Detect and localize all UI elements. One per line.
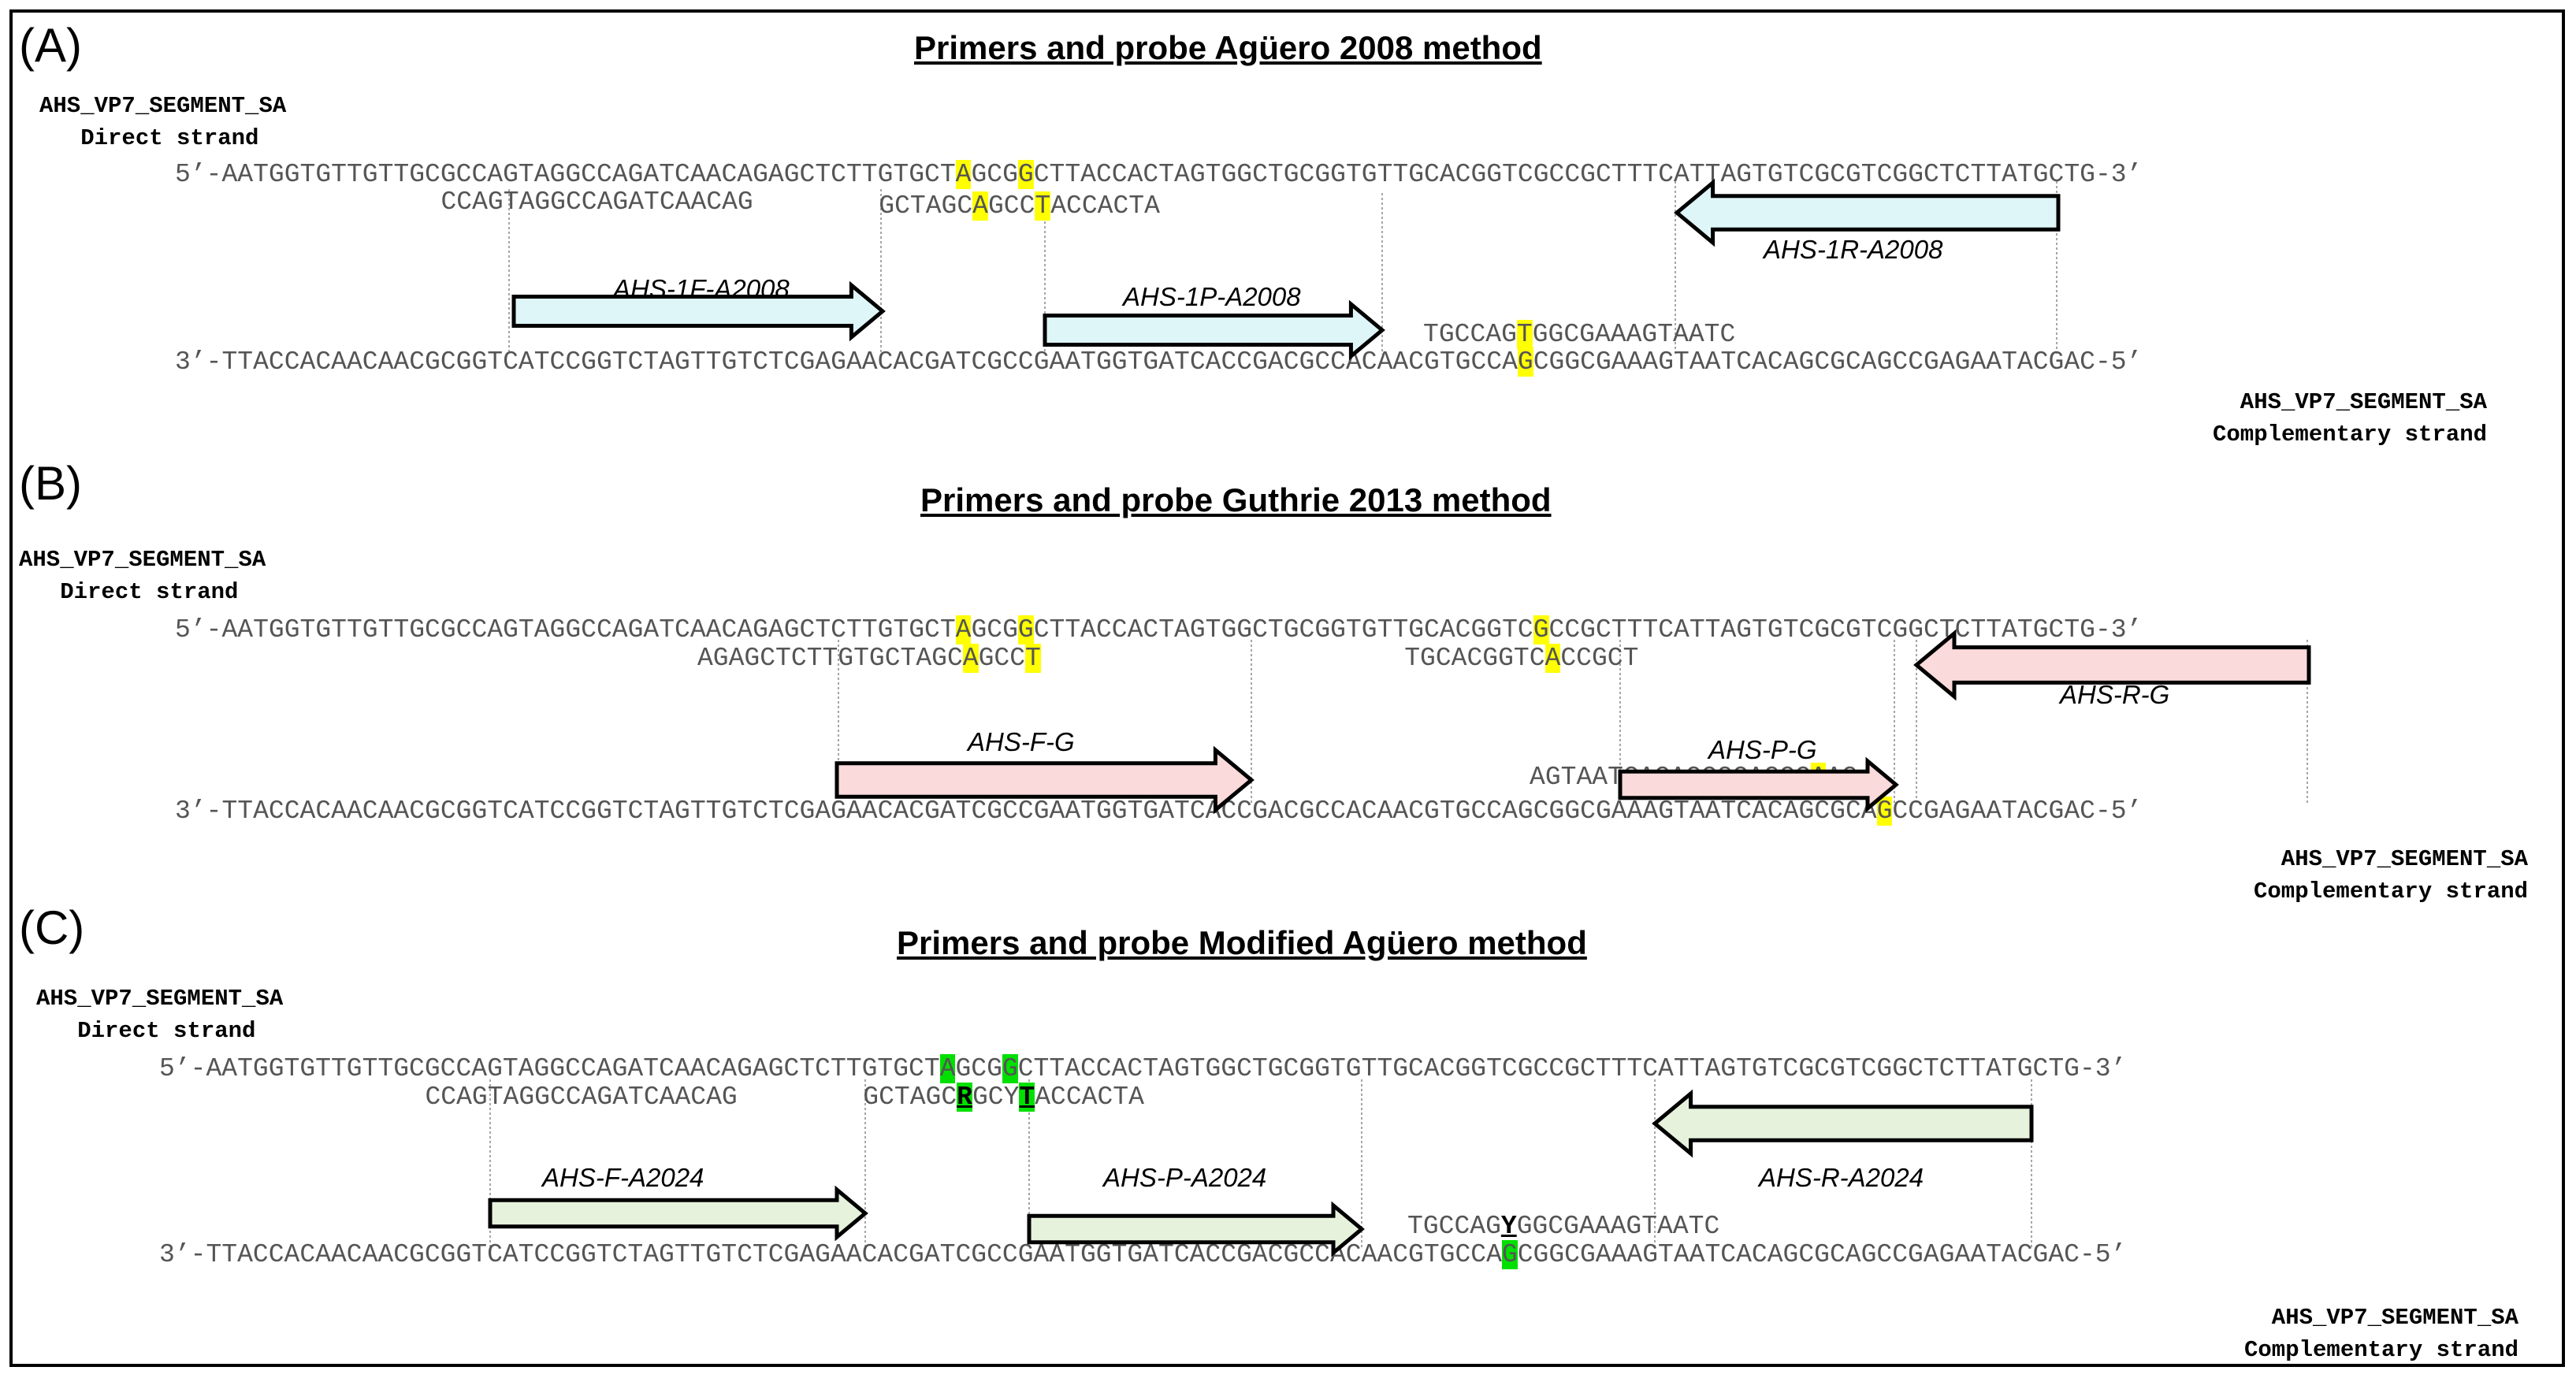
complementary-strand-label-b: AHS_VP7_SEGMENT_SA Complementary strand xyxy=(2254,843,2528,908)
complementary-strand-sequence-a: 3’-TTACCACAACAACGCGGTCATCCGGTCTAGTTGTCTC… xyxy=(175,347,2143,377)
arrow-forward-b-f xyxy=(835,745,1255,815)
figure-frame xyxy=(9,9,2565,1367)
direct-strand-label-b: AHS_VP7_SEGMENT_SA Direct strand xyxy=(19,544,266,608)
panel-label-c: (C) xyxy=(19,901,85,954)
complementary-strand-sequence-c: 3’-TTACCACAACAACGCGGTCATCCGGTCTAGTTGTCTC… xyxy=(159,1240,2127,1269)
arrow-forward-c-f xyxy=(488,1185,868,1242)
oligo-label-b-p: AHS-P-G xyxy=(1708,735,1817,764)
arrow-shape xyxy=(1043,299,1385,361)
arrow-forward-c-p xyxy=(1027,1201,1365,1257)
arrow-reverse-c-r xyxy=(1652,1089,2034,1158)
oligo-label-c-r: AHS-R-A2024 xyxy=(1759,1163,1924,1192)
complementary-strand-name: AHS_VP7_SEGMENT_SA xyxy=(2240,389,2488,415)
panel-title-b: Primers and probe Guthrie 2013 method xyxy=(920,481,1552,518)
complementary-strand-name: AHS_VP7_SEGMENT_SA xyxy=(2271,1305,2519,1331)
oligo-label-a-1p: AHS-1P-A2008 xyxy=(1123,282,1301,311)
oligo-sequence-c-p: GCTAGCRGCYTACCACTA xyxy=(863,1083,1144,1112)
oligo-sequence-b-f: AGAGCTCTTGTGCTAGCAGCCT xyxy=(697,644,1041,673)
oligo-label-c-f: AHS-F-A2024 xyxy=(542,1163,704,1192)
oligo-sequence-a-1r: TGCCAGTGGCGAAAGTAATC xyxy=(1423,320,1736,349)
oligo-sequence-b-p: TGCACGGTCACCGCT xyxy=(1404,644,1639,673)
complementary-strand-sub: Complementary strand xyxy=(2213,422,2488,448)
oligo-sequence-c-r: TGCCAGYGGCGAAAGTAATC xyxy=(1407,1212,1720,1241)
direct-strand-name: AHS_VP7_SEGMENT_SA xyxy=(36,986,284,1012)
complementary-strand-sub: Complementary strand xyxy=(2244,1337,2519,1364)
arrow-shape xyxy=(1027,1201,1365,1257)
panel-label-b: (B) xyxy=(19,457,82,510)
direct-strand-sub: Direct strand xyxy=(77,1018,256,1045)
panel-title-c: Primers and probe Modified Agüero method xyxy=(897,924,1587,961)
arrow-shape xyxy=(835,745,1255,815)
panel-title-a: Primers and probe Agüero 2008 method xyxy=(914,29,1542,66)
direct-strand-sequence-c: 5’-AATGGTGTTGTTGCGCCAGTAGGCCAGATCAACAGAG… xyxy=(159,1054,2127,1083)
arrow-reverse-a-1r xyxy=(1674,178,2061,247)
direct-strand-label-a: AHS_VP7_SEGMENT_SA Direct strand xyxy=(39,90,286,154)
direct-strand-sub: Direct strand xyxy=(80,125,259,152)
direct-strand-name: AHS_VP7_SEGMENT_SA xyxy=(19,547,266,573)
direct-strand-sequence-a: 5’-AATGGTGTTGTTGCGCCAGTAGGCCAGATCAACAGAG… xyxy=(175,160,2143,189)
arrow-reverse-b-r xyxy=(1913,629,2311,701)
arrow-forward-a-1p xyxy=(1043,299,1385,361)
panel-label-a: (A) xyxy=(19,19,82,72)
arrow-shape xyxy=(511,280,886,342)
oligo-label-b-r: AHS-R-G xyxy=(2060,680,2170,709)
direct-strand-sub: Direct strand xyxy=(60,579,239,606)
complementary-strand-sub: Complementary strand xyxy=(2254,878,2529,905)
complementary-strand-sequence-b: 3’-TTACCACAACAACGCGGTCATCCGGTCTAGTTGTCTC… xyxy=(175,797,2143,826)
arrow-shape xyxy=(1913,629,2311,701)
oligo-sequence-a-1f: CCAGTAGGCCAGATCAACAG xyxy=(440,188,753,217)
arrow-shape xyxy=(1618,756,1899,813)
oligo-sequence-c-f: CCAGTAGGCCAGATCAACAG xyxy=(425,1083,738,1112)
complementary-strand-name: AHS_VP7_SEGMENT_SA xyxy=(2280,846,2529,872)
direct-strand-sequence-b: 5’-AATGGTGTTGTTGCGCCAGTAGGCCAGATCAACAGAG… xyxy=(175,615,2143,644)
arrow-forward-b-p xyxy=(1618,756,1899,813)
arrow-shape xyxy=(1652,1089,2034,1158)
direct-strand-name: AHS_VP7_SEGMENT_SA xyxy=(39,93,287,119)
complementary-strand-label-c: AHS_VP7_SEGMENT_SA Complementary strand xyxy=(2244,1302,2518,1366)
oligo-sequence-a-1p: GCTAGCAGCCTACCACTA xyxy=(879,191,1160,221)
complementary-strand-label-a: AHS_VP7_SEGMENT_SA Complementary strand xyxy=(2213,386,2487,451)
arrow-shape xyxy=(488,1185,868,1242)
oligo-label-c-p: AHS-P-A2024 xyxy=(1103,1163,1267,1192)
arrow-shape xyxy=(1674,178,2061,247)
oligo-label-a-1r: AHS-1R-A2008 xyxy=(1764,235,1943,264)
arrow-forward-a-1f xyxy=(511,280,886,342)
oligo-label-b-f: AHS-F-G xyxy=(968,727,1075,756)
direct-strand-label-c: AHS_VP7_SEGMENT_SA Direct strand xyxy=(36,982,283,1047)
